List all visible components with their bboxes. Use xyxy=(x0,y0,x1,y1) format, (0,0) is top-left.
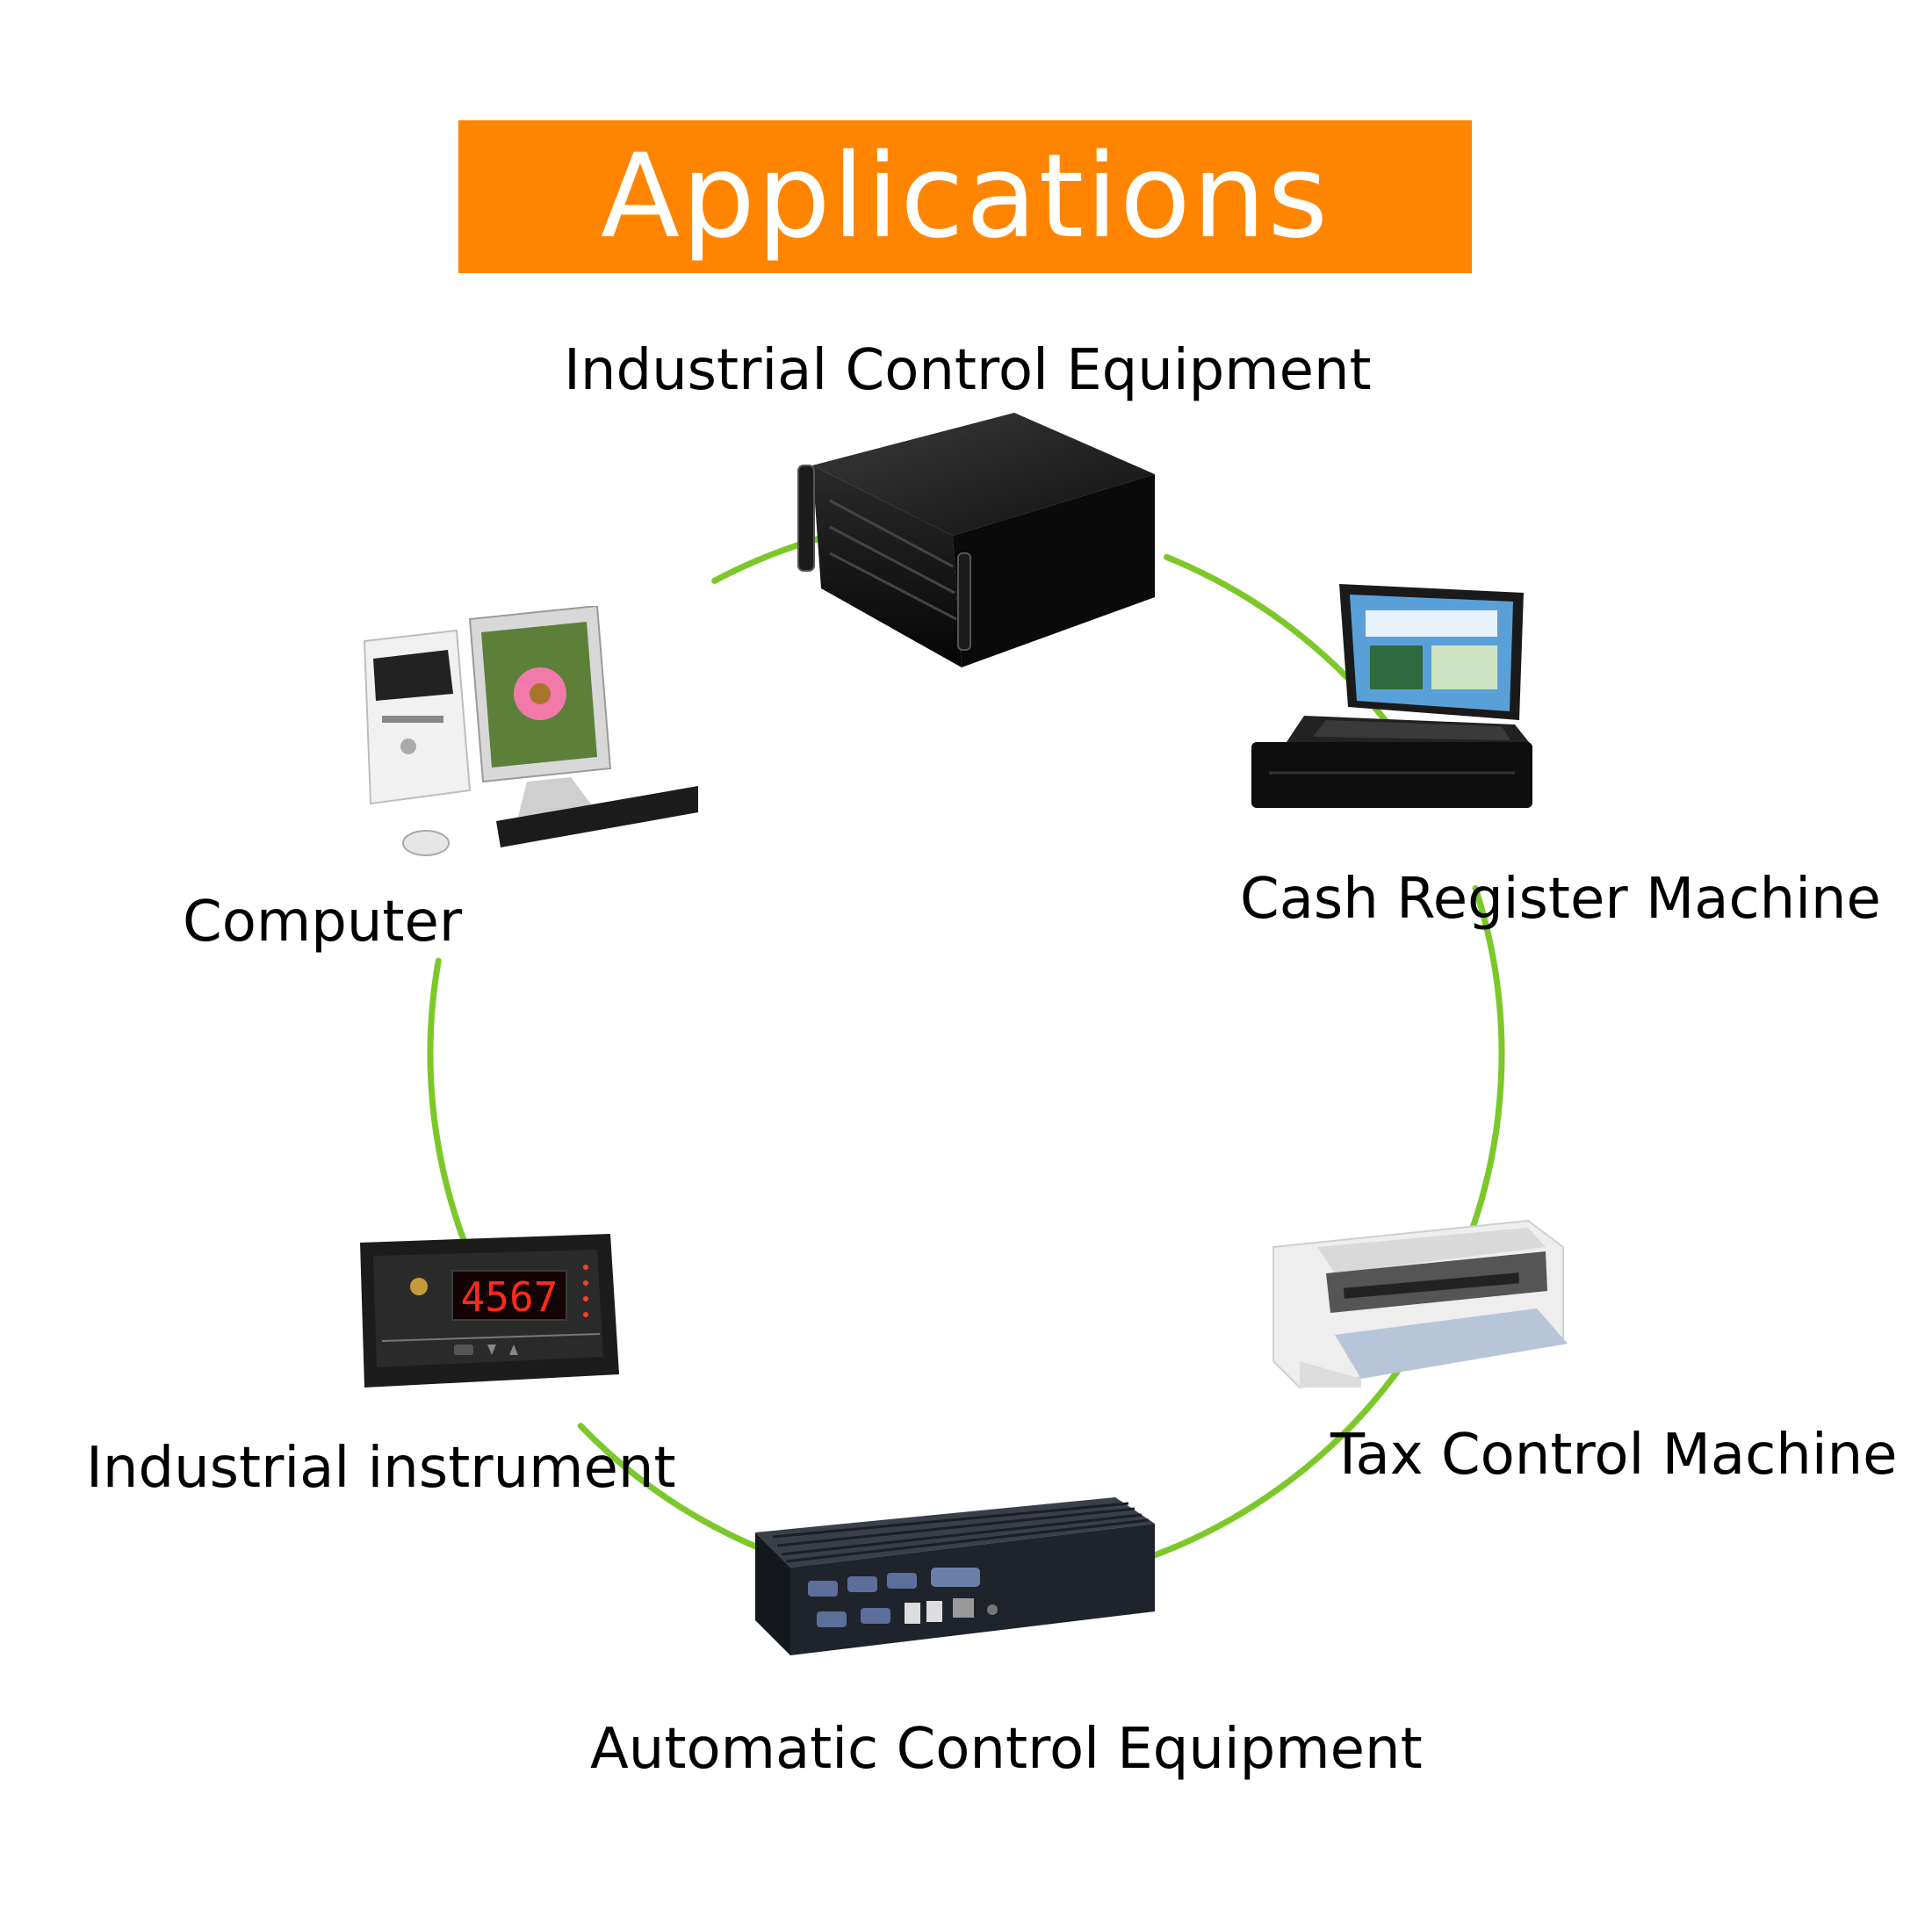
title-banner: Applications xyxy=(458,120,1472,273)
label-computer: Computer xyxy=(183,890,463,955)
rack-server-icon xyxy=(797,413,1155,667)
label-tax-control-machine: Tax Control Machine xyxy=(1330,1423,1898,1488)
page-title: Applications xyxy=(600,129,1330,264)
meter-readout: 4567 xyxy=(461,1273,559,1321)
label-industrial-control-equipment: Industrial Control Equipment xyxy=(564,338,1372,403)
label-industrial-instrument: Industrial instrument xyxy=(86,1436,676,1501)
rugged-laptop-icon xyxy=(1251,584,1532,808)
desktop-computer-icon xyxy=(363,606,698,856)
fanless-industrial-pc-icon xyxy=(755,1497,1155,1655)
label-cash-register-machine: Cash Register Machine xyxy=(1240,867,1881,932)
label-automatic-control-equipment: Automatic Control Equipment xyxy=(590,1717,1423,1782)
digital-panel-meter-icon: 4567 xyxy=(360,1234,619,1388)
ring-arc-4 xyxy=(1128,1366,1402,1567)
ring-arc-3 xyxy=(1452,885,1505,1275)
dot-matrix-printer-icon xyxy=(1272,1219,1568,1389)
